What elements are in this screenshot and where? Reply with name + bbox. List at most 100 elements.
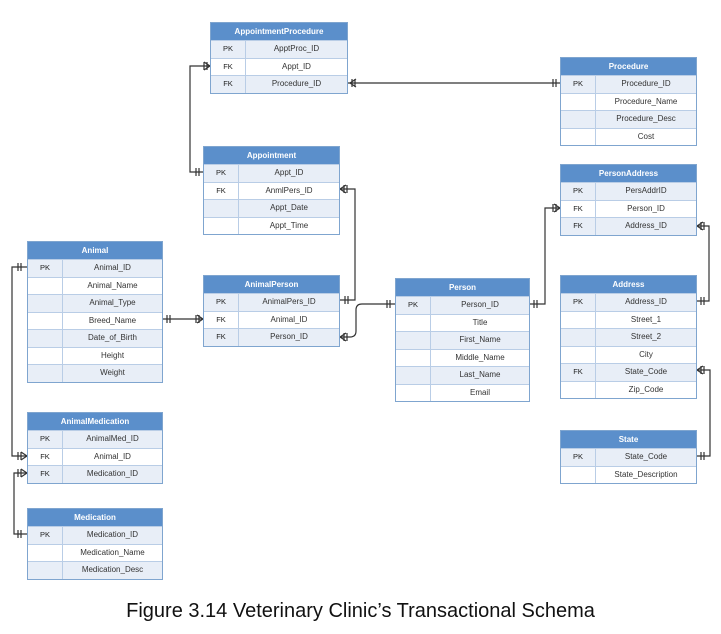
attribute-row: Weight — [28, 364, 162, 382]
one-marker-icon — [386, 300, 391, 308]
attribute-row: Procedure_Name — [561, 92, 696, 110]
link-medication-animalmedication — [13, 472, 27, 535]
attribute-name: Animal_Type — [89, 298, 136, 307]
attribute-name: Breed_Name — [88, 315, 137, 325]
key-marker: FK — [204, 311, 239, 328]
attribute-row: Zip_Code — [561, 380, 696, 398]
entity-title: AppointmentProcedure — [211, 23, 347, 40]
crow-foot-icon — [195, 314, 204, 324]
attribute-name: Address_ID — [625, 297, 667, 306]
attribute-row: Last_Name — [396, 366, 529, 384]
key-marker — [28, 312, 63, 329]
key-marker — [28, 277, 63, 294]
attribute-name: Street_1 — [630, 314, 662, 324]
attribute-row: Street_2 — [561, 328, 696, 346]
one-marker-icon — [700, 452, 705, 460]
attribute-name: Medication_Name — [80, 547, 145, 557]
entity-title: Medication — [28, 509, 162, 526]
attribute-row: FK Procedure_ID — [211, 75, 347, 93]
key-marker: PK — [211, 41, 246, 58]
attribute-name: Procedure_ID — [271, 79, 322, 88]
attribute-name: City — [639, 349, 653, 359]
one-marker-icon — [166, 315, 171, 323]
key-marker: PK — [28, 527, 63, 544]
crow-foot-icon — [203, 61, 211, 71]
entity-title: Person — [396, 279, 529, 296]
entity-title: Procedure — [561, 58, 696, 75]
attribute-name: State_Code — [624, 367, 668, 376]
attribute-name: Last_Name — [459, 370, 501, 379]
attribute-name: Cost — [637, 131, 655, 141]
attribute-name: Middle_Name — [455, 352, 505, 362]
key-marker: FK — [28, 448, 63, 465]
link-animal-animalmedication — [11, 266, 27, 457]
entity-title: State — [561, 431, 696, 448]
crow-foot-icon — [696, 365, 705, 375]
attribute-name: Medication_ID — [86, 530, 139, 539]
key-marker — [204, 217, 239, 234]
attribute-name: Person_ID — [461, 300, 499, 309]
crow-foot-icon — [339, 332, 348, 342]
key-marker — [28, 330, 63, 347]
attribute-row: Appt_Date — [204, 199, 339, 217]
key-marker — [204, 200, 239, 217]
attribute-row: FK State_Code — [561, 363, 696, 381]
one-marker-icon — [195, 168, 200, 176]
attribute-name: Animal_Name — [87, 280, 138, 290]
attribute-row: Email — [396, 383, 529, 401]
attribute-name: Title — [472, 317, 488, 327]
crow-foot-icon — [552, 203, 561, 213]
attribute-name: AnmlPers_ID — [265, 185, 313, 195]
attribute-name: Appt_ID — [274, 168, 304, 177]
attribute-name: PersAddrID — [625, 186, 667, 195]
attribute-name: Procedure_ID — [621, 79, 671, 88]
key-marker: FK — [561, 364, 596, 381]
attribute-name: Address_ID — [625, 221, 667, 230]
one-marker-icon — [552, 79, 557, 87]
attribute-name: Height — [100, 350, 125, 360]
entity-title: Address — [561, 276, 696, 293]
key-marker — [396, 332, 431, 349]
key-marker — [28, 295, 63, 312]
attribute-row: Breed_Name — [28, 311, 162, 329]
key-marker — [396, 384, 431, 401]
key-marker: FK — [211, 58, 246, 75]
key-marker: FK — [211, 76, 246, 93]
attribute-name: ApptProc_ID — [273, 44, 320, 53]
key-marker — [396, 314, 431, 331]
key-marker — [28, 562, 63, 579]
attribute-row: State_Description — [561, 465, 696, 483]
attribute-row: Animal_Type — [28, 294, 162, 312]
attribute-name: Medication_ID — [86, 469, 139, 478]
entity-title: PersonAddress — [561, 165, 696, 182]
key-marker: PK — [28, 431, 63, 448]
attribute-row: PK Medication_ID — [28, 526, 162, 544]
key-marker — [561, 466, 596, 483]
key-marker — [561, 93, 596, 110]
crow-foot-icon — [17, 468, 28, 478]
attribute-row: Procedure_Desc — [561, 110, 696, 128]
